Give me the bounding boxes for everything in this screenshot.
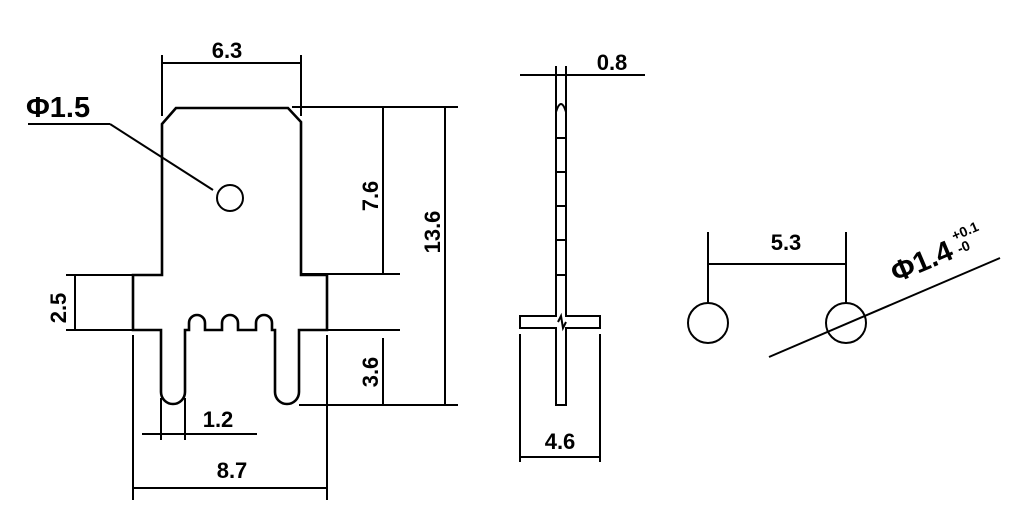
dim-flange-height: 2.5 xyxy=(46,293,71,324)
dim-top-width: 6.3 xyxy=(212,38,243,63)
front-view: 6.3 Φ1.5 7.6 13.6 3.6 2.5 1.2 8.7 xyxy=(26,38,458,500)
terminal-profile xyxy=(519,95,601,406)
dim-thickness: 0.8 xyxy=(597,50,628,75)
mounting-hole xyxy=(216,184,244,212)
dim-total-width: 8.7 xyxy=(217,458,248,483)
dim-pin-spacing: 5.3 xyxy=(771,230,802,255)
terminal-outline xyxy=(131,106,329,406)
tolerance-minus: -0 xyxy=(955,237,973,257)
dim-leg-height: 3.6 xyxy=(358,357,383,388)
dim-hole-diameter: Φ1.5 xyxy=(26,92,90,124)
dim-leg-width: 1.2 xyxy=(203,407,234,432)
hole-pattern-view: 5.3 Φ1.4 +0.1 -0 xyxy=(687,218,1001,358)
dim-flange-width: 4.6 xyxy=(545,429,576,454)
pcb-hole-left xyxy=(687,302,729,344)
dim-total-height: 13.6 xyxy=(420,211,445,254)
side-view: 0.8 4.6 xyxy=(519,50,645,462)
dim-upper-height: 7.6 xyxy=(358,181,383,212)
